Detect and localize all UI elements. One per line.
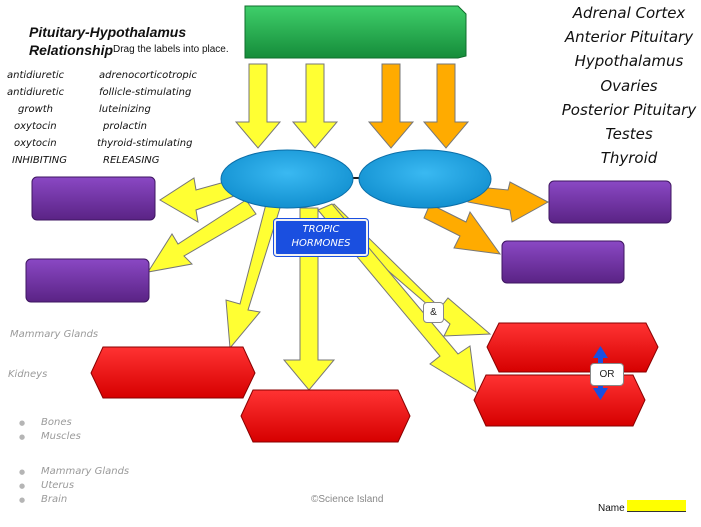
word-bank-item[interactable]: oxytocin (14, 121, 57, 132)
arrow-down-3 (367, 63, 415, 149)
name-field[interactable] (627, 500, 686, 512)
organ-label[interactable]: Adrenal Cortex (572, 4, 686, 22)
tropic-line-1: TROPIC (302, 224, 340, 235)
or-connector: OR (590, 363, 624, 386)
word-bank-item[interactable]: antidiuretic (7, 87, 65, 98)
arrow-yellow-left-upper (159, 177, 235, 223)
and-connector: & (423, 302, 444, 323)
arrow-down-4 (422, 63, 470, 149)
target-list-reproductive: Mammary Glands Uterus Brain (19, 465, 129, 507)
organ-label[interactable]: Anterior Pituitary (564, 28, 694, 46)
header-hormone-box (244, 5, 467, 59)
list-item: Bones (19, 416, 81, 430)
organ-label[interactable]: Ovaries (600, 77, 658, 95)
red-box-left[interactable] (90, 346, 256, 399)
red-box-center[interactable] (240, 389, 411, 443)
list-item: Brain (19, 493, 129, 507)
arrow-orange-right-upper (467, 181, 550, 223)
word-bank-item[interactable]: antidiuretic (7, 70, 65, 81)
organ-label[interactable]: Thyroid (600, 149, 658, 167)
copyright: ©Science Island (311, 494, 384, 505)
title-line-2: Relationship (29, 42, 114, 58)
word-bank-item[interactable]: luteinizing (99, 104, 151, 115)
tropic-line-2: HORMONES (291, 238, 351, 249)
word-bank-item[interactable]: prolactin (103, 121, 148, 132)
red-box-right-upper[interactable] (486, 322, 659, 373)
arrow-down-2 (291, 63, 339, 149)
pituitary-oval (358, 149, 492, 209)
purple-box-left-2[interactable] (25, 258, 150, 303)
word-bank-item[interactable]: thyroid-stimulating (97, 138, 193, 149)
list-item: Muscles (19, 430, 81, 444)
instructions: Drag the labels into place. (113, 44, 229, 55)
target-list-bones-muscles: Bones Muscles (19, 416, 81, 444)
word-bank-item[interactable]: adrenocorticotropic (99, 70, 198, 81)
tropic-hormones-label: TROPIC HORMONES (274, 219, 368, 256)
list-item: Uterus (19, 479, 129, 493)
organ-label[interactable]: Posterior Pituitary (561, 101, 697, 119)
word-bank-item[interactable]: growth (18, 104, 54, 115)
arrow-yellow-left-lower (146, 199, 257, 273)
name-label: Name (598, 503, 625, 514)
word-bank-item[interactable]: oxytocin (14, 138, 57, 149)
word-bank-item[interactable]: RELEASING (103, 155, 160, 166)
list-item: Mammary Glands (19, 465, 129, 479)
organ-label[interactable]: Hypothalamus (574, 52, 684, 70)
organ-label[interactable]: Testes (605, 125, 653, 143)
hypothalamus-oval (220, 149, 354, 209)
target-label-kidneys: Kidneys (8, 369, 48, 380)
purple-box-right-2[interactable] (501, 240, 625, 284)
target-label-mammary: Mammary Glands (10, 329, 99, 340)
title-line-1: Pituitary-Hypothalamus (29, 24, 187, 40)
arrow-down-1 (234, 63, 282, 149)
purple-box-right-1[interactable] (548, 180, 672, 224)
arrow-orange-right-lower (423, 203, 502, 255)
purple-box-left-1[interactable] (31, 176, 156, 221)
word-bank-item[interactable]: follicle-stimulating (99, 87, 192, 98)
word-bank-item[interactable]: INHIBITING (12, 155, 67, 166)
